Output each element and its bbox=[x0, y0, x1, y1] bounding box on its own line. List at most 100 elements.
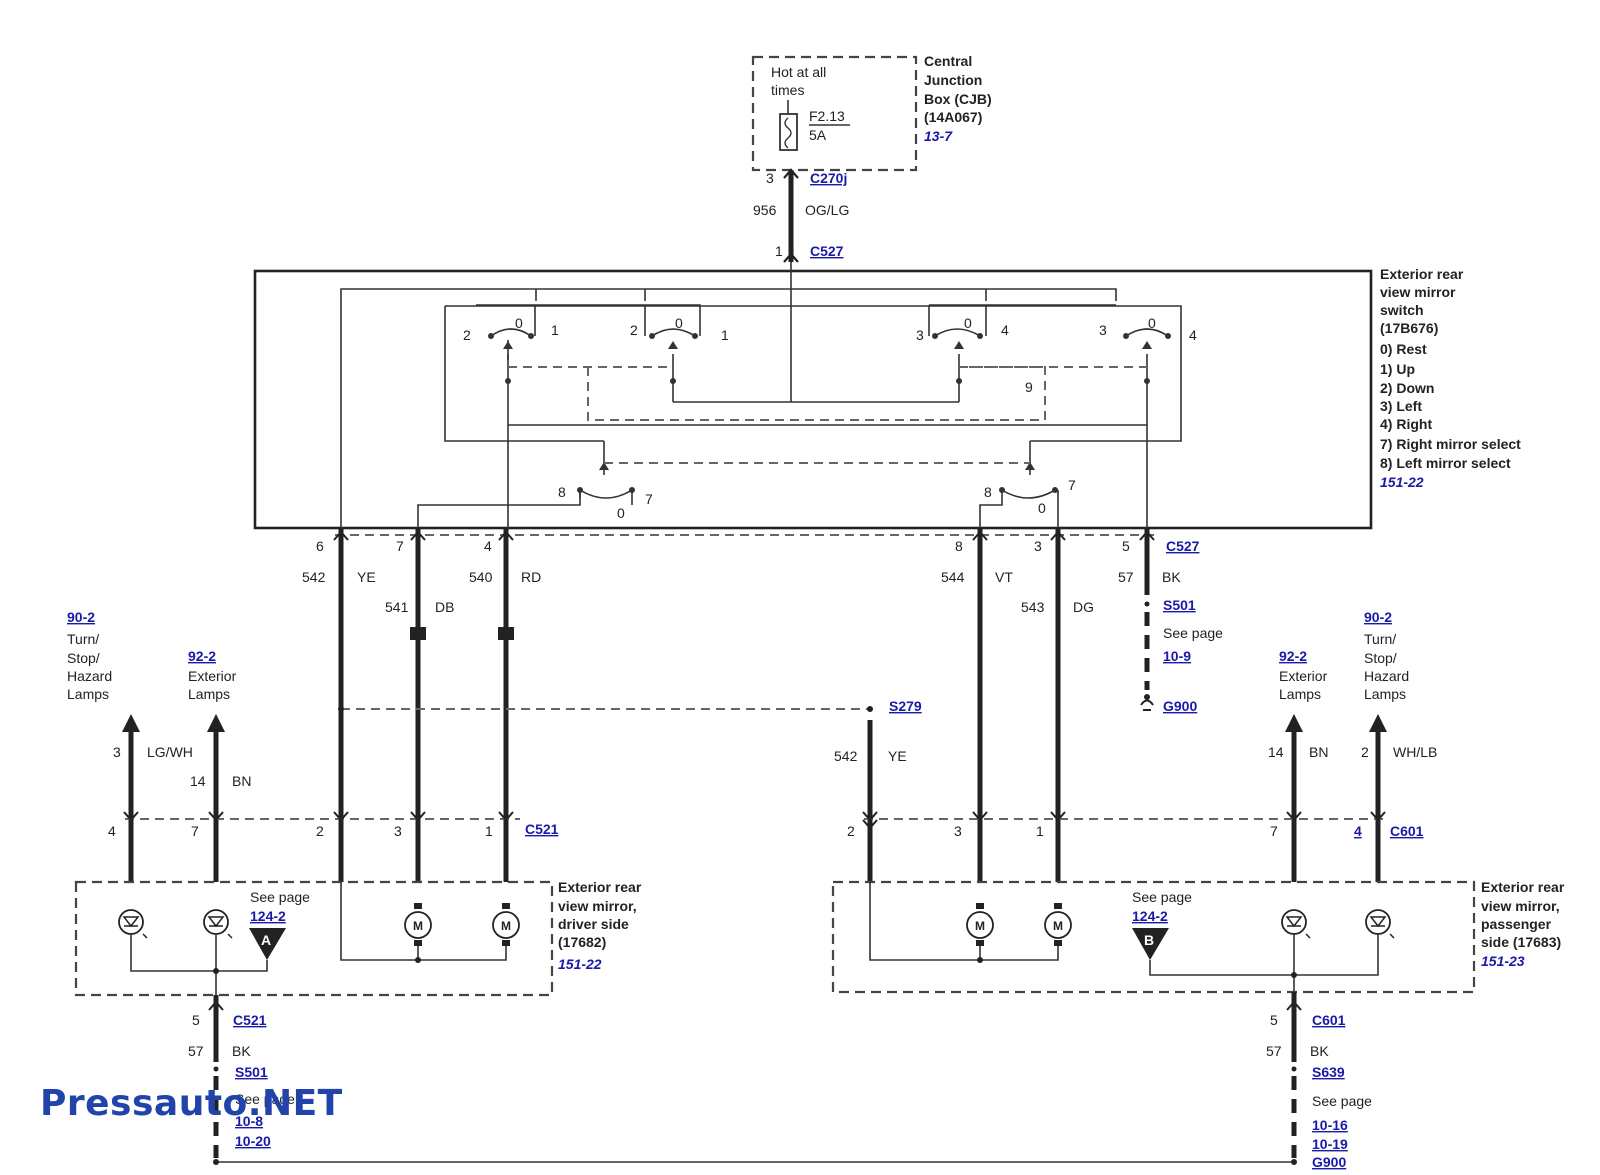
gr-connector[interactable]: C601 bbox=[1312, 1012, 1346, 1028]
gl-splice[interactable]: S501 bbox=[235, 1064, 268, 1080]
driver-title-4: (17682) bbox=[558, 934, 606, 950]
page-10-9[interactable]: 10-9 bbox=[1163, 648, 1191, 664]
s1-pos-c: 1 bbox=[551, 322, 559, 338]
left-turn-l4: Lamps bbox=[67, 686, 109, 702]
left-turn-ref[interactable]: 90-2 bbox=[67, 609, 95, 625]
connector-c270j[interactable]: C270j bbox=[810, 170, 847, 186]
watermark-logo: Pressauto.NET bbox=[40, 1083, 343, 1124]
mirror-switch: 2 0 1 2 0 1 3 0 4 bbox=[253, 262, 1521, 530]
driver-ext-lamp-icon bbox=[203, 909, 233, 939]
w541-circuit: 541 bbox=[385, 599, 409, 615]
driver-title-1: Exterior rear bbox=[558, 879, 642, 895]
c601-pin-4: 4 bbox=[1354, 823, 1362, 839]
fuse-icon bbox=[779, 113, 798, 151]
cjb-title-3: Box (CJB) bbox=[924, 91, 992, 107]
cjb-ref: 13-7 bbox=[924, 128, 953, 144]
sel-left-a: 8 bbox=[558, 484, 566, 500]
s3-pos-a: 3 bbox=[916, 327, 924, 343]
driver-marker-letter: A bbox=[261, 932, 271, 948]
ground-g900-top[interactable]: G900 bbox=[1163, 698, 1197, 714]
connector-c601-label[interactable]: C601 bbox=[1390, 823, 1424, 839]
connector-c521-label[interactable]: C521 bbox=[525, 821, 559, 837]
gl-page-1[interactable]: 10-8 bbox=[235, 1113, 263, 1129]
driver-see-page: See page bbox=[250, 889, 310, 905]
passenger-title-3: passenger bbox=[1481, 916, 1552, 932]
legend-1: 1) Up bbox=[1380, 361, 1415, 377]
left-turn-l1: Turn/ bbox=[67, 631, 99, 647]
right-ext-l1: Exterior bbox=[1279, 668, 1328, 684]
legend-0: 0) Rest bbox=[1380, 341, 1427, 357]
gl-page-2[interactable]: 10-20 bbox=[235, 1133, 271, 1149]
gr-page-1[interactable]: 10-16 bbox=[1312, 1117, 1348, 1133]
right-turn-l4: Lamps bbox=[1364, 686, 1406, 702]
left-ext-pin: 14 bbox=[190, 773, 206, 789]
switch-title-2: view mirror bbox=[1380, 284, 1456, 300]
connector-c527-bottom[interactable]: C527 bbox=[1166, 538, 1200, 554]
left-ext-color: BN bbox=[232, 773, 251, 789]
splice-s279-label[interactable]: S279 bbox=[889, 698, 922, 714]
sel-right-c: 7 bbox=[1068, 477, 1076, 493]
pin-5: 5 bbox=[1122, 538, 1130, 554]
c521-pin-3: 3 bbox=[394, 823, 402, 839]
switch-title-4: (17B676) bbox=[1380, 320, 1438, 336]
gr-splice[interactable]: S639 bbox=[1312, 1064, 1345, 1080]
mirror-select-right: 8 0 7 bbox=[979, 441, 1076, 528]
right-turn-l2: Stop/ bbox=[1364, 650, 1397, 666]
passenger-ext-lamp-icon bbox=[1281, 909, 1311, 939]
right-ext-pin: 14 bbox=[1268, 744, 1284, 760]
passenger-page[interactable]: 124-2 bbox=[1132, 908, 1168, 924]
passenger-motor-2-icon: M bbox=[1044, 903, 1072, 946]
ground-left: 5 C521 57 BK S501 See page 10-8 10-20 bbox=[188, 995, 295, 1158]
passenger-title-1: Exterior rear bbox=[1481, 879, 1565, 895]
splice-s501-top[interactable]: S501 bbox=[1163, 597, 1196, 613]
connector-c527-top[interactable]: C527 bbox=[810, 243, 844, 259]
gl-connector[interactable]: C521 bbox=[233, 1012, 267, 1028]
legend-8: 8) Left mirror select bbox=[1380, 455, 1511, 471]
w543-color: DG bbox=[1073, 599, 1094, 615]
connector-c521: 4 7 2 3 1 C521 bbox=[108, 811, 559, 839]
s2-pos-b: 0 bbox=[675, 315, 683, 331]
right-ext-ref[interactable]: 92-2 bbox=[1279, 648, 1307, 664]
w541-color: DB bbox=[435, 599, 454, 615]
pin-8: 8 bbox=[955, 538, 963, 554]
w57-circuit: 57 bbox=[1118, 569, 1134, 585]
w544-color: VT bbox=[995, 569, 1013, 585]
driver-ground-marker: A bbox=[249, 928, 286, 960]
s4-pos-b: 0 bbox=[1148, 315, 1156, 331]
w540-color: RD bbox=[521, 569, 541, 585]
driver-ref: 151-22 bbox=[558, 956, 602, 972]
passenger-mirror: M M B See page 124-2 Exterior rear view … bbox=[831, 879, 1565, 994]
passenger-ground-marker: B bbox=[1132, 928, 1169, 960]
c601-pin-1: 1 bbox=[1036, 823, 1044, 839]
driver-title-3: driver side bbox=[558, 916, 629, 932]
driver-mirror: A See page 124-2 M M Exterior rear view … bbox=[74, 879, 642, 997]
switch-contact-s1: 2 0 1 bbox=[463, 315, 559, 384]
w542-circuit: 542 bbox=[302, 569, 326, 585]
driver-page[interactable]: 124-2 bbox=[250, 908, 286, 924]
gl-pin: 5 bbox=[192, 1012, 200, 1028]
feed-wire-956: 3 C270j 956 OG/LG 1 C527 bbox=[753, 168, 849, 263]
driver-motor-1-label: M bbox=[413, 919, 423, 933]
gr-ground[interactable]: G900 bbox=[1312, 1154, 1346, 1170]
driver-title-2: view mirror, bbox=[558, 898, 637, 914]
s3-pos-b: 0 bbox=[964, 315, 972, 331]
fuse-id: F2.13 bbox=[809, 108, 845, 124]
gr-see-page: See page bbox=[1312, 1093, 1372, 1109]
gl-circuit: 57 bbox=[188, 1043, 204, 1059]
right-ext-l2: Lamps bbox=[1279, 686, 1321, 702]
w543-circuit: 543 bbox=[1021, 599, 1045, 615]
gl-see-page: See page bbox=[235, 1091, 295, 1107]
right-turn-ref[interactable]: 90-2 bbox=[1364, 609, 1392, 625]
s1-pos-a: 2 bbox=[463, 327, 471, 343]
gr-page-2[interactable]: 10-19 bbox=[1312, 1136, 1348, 1152]
w542-color: YE bbox=[357, 569, 376, 585]
left-ext-ref[interactable]: 92-2 bbox=[188, 648, 216, 664]
c521-pin-2: 2 bbox=[316, 823, 324, 839]
s279-circuit: 542 bbox=[834, 748, 858, 764]
switch-contact-s2: 2 0 1 bbox=[630, 315, 729, 384]
s2-pos-a: 2 bbox=[630, 322, 638, 338]
gr-pin: 5 bbox=[1270, 1012, 1278, 1028]
connector-c601: 2 3 1 7 4 C601 bbox=[847, 811, 1424, 839]
gr-circuit: 57 bbox=[1266, 1043, 1282, 1059]
w57-color: BK bbox=[1162, 569, 1181, 585]
